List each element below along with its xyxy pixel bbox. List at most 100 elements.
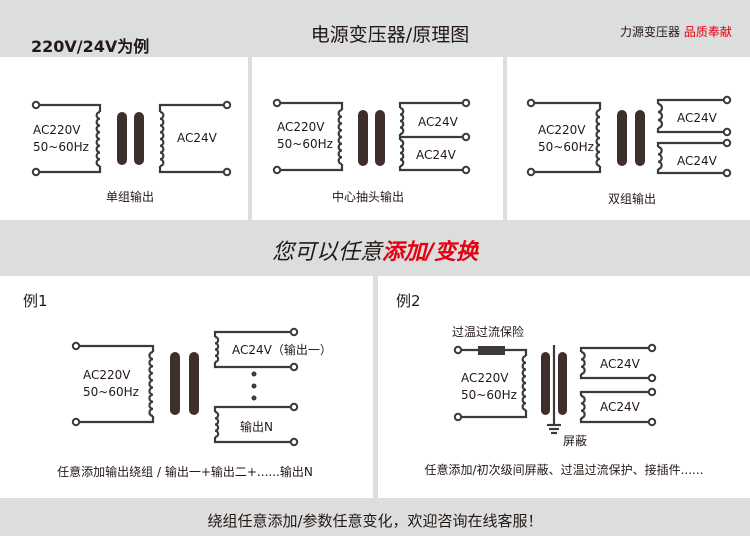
- transformer-core: [117, 112, 127, 165]
- wire: [398, 101, 463, 108]
- terminal: [722, 95, 732, 105]
- banner-prefix: 您可以任意: [271, 240, 382, 265]
- terminal: [289, 362, 299, 372]
- input-voltage: AC220V: [33, 123, 81, 137]
- example-title: 例2: [396, 292, 421, 310]
- wire: [158, 166, 224, 174]
- ellipsis-dot: [251, 383, 257, 389]
- fuse-icon: [478, 346, 505, 355]
- transformer-core: [635, 110, 645, 166]
- terminal: [461, 132, 471, 142]
- wire: [213, 405, 291, 412]
- transformer-core: [134, 112, 144, 165]
- terminal: [71, 417, 81, 427]
- terminal: [722, 127, 732, 137]
- input-frequency: 50~60Hz: [33, 140, 89, 154]
- caption: 双组输出: [608, 191, 656, 206]
- caption: 单组输出: [106, 189, 154, 204]
- wire: [398, 166, 463, 172]
- wire: [656, 128, 724, 134]
- transformer-core: [358, 110, 368, 166]
- terminal: [461, 165, 471, 175]
- subtitle: 220V/24V为例: [31, 37, 150, 56]
- output-voltage: AC24V: [677, 154, 718, 168]
- wire: [579, 374, 649, 380]
- terminal: [222, 100, 232, 110]
- transformer-core: [189, 352, 199, 415]
- caption: 中心抽头输出: [332, 189, 404, 204]
- terminal: [461, 98, 471, 108]
- wire: [579, 390, 649, 396]
- terminal: [647, 373, 657, 383]
- brand-name: 力源变压器: [620, 25, 681, 39]
- example-title: 例1: [23, 292, 48, 310]
- output-voltage: AC24V: [416, 148, 457, 162]
- terminal: [31, 100, 41, 110]
- input-voltage: AC220V: [277, 120, 325, 134]
- terminal: [31, 167, 41, 177]
- page-title: 电源变压器/原理图: [310, 24, 470, 46]
- wire: [79, 416, 155, 424]
- input-frequency: 50~60Hz: [538, 140, 594, 154]
- wire: [505, 348, 528, 356]
- terminal: [647, 343, 657, 353]
- ellipsis-dot: [251, 395, 257, 401]
- wire: [39, 166, 102, 174]
- output-voltage: AC24V: [677, 111, 718, 125]
- transformer-core: [170, 352, 180, 415]
- wire: [656, 98, 724, 104]
- terminal: [722, 138, 732, 148]
- terminal: [289, 327, 299, 337]
- wire: [39, 103, 102, 112]
- terminal: [526, 167, 536, 177]
- panel-dual-output: [507, 57, 750, 220]
- wire: [461, 410, 528, 419]
- terminal: [289, 437, 299, 447]
- input-frequency: 50~60Hz: [277, 137, 333, 151]
- terminal: [722, 168, 732, 178]
- coil-winding: [399, 106, 405, 136]
- coil-winding: [214, 410, 220, 439]
- coil-winding: [595, 108, 601, 168]
- input-frequency: 50~60Hz: [83, 385, 139, 399]
- terminal: [272, 165, 282, 175]
- terminal: [453, 345, 463, 355]
- terminal: [272, 98, 282, 108]
- coil-winding: [521, 354, 527, 412]
- input-voltage: AC220V: [461, 371, 509, 385]
- terminal: [647, 387, 657, 397]
- terminal: [289, 402, 299, 412]
- coil-winding: [657, 102, 664, 130]
- output-voltage: AC24V: [600, 400, 641, 414]
- wire: [656, 169, 724, 175]
- wire: [280, 101, 344, 110]
- brand: 力源变压器 品质奉献: [620, 23, 732, 40]
- wire: [280, 164, 344, 172]
- input-frequency: 50~60Hz: [461, 388, 517, 402]
- wire: [534, 166, 602, 174]
- coil-winding: [148, 350, 154, 418]
- banner-highlight: 添加/变换: [381, 240, 479, 265]
- terminal: [526, 98, 536, 108]
- output-n: 输出N: [240, 419, 273, 434]
- transformer-core: [541, 352, 550, 415]
- caption: 任意添加/初次级间屏蔽、过温过流保护、接插件......: [425, 462, 704, 477]
- fuse-label: 过温过流保险: [452, 324, 524, 339]
- input-voltage: AC220V: [83, 368, 131, 382]
- transformer-core: [617, 110, 627, 166]
- wire: [79, 344, 155, 352]
- brand-slogan: 品质奉献: [683, 25, 732, 39]
- wire: [158, 103, 224, 112]
- panel-example-1: [0, 276, 373, 498]
- wire: [213, 437, 291, 444]
- coil-winding: [399, 138, 405, 168]
- terminal: [647, 417, 657, 427]
- coil-winding: [657, 145, 663, 171]
- ellipsis-dot: [251, 371, 257, 377]
- shield-label: 屏蔽: [563, 434, 587, 448]
- output-voltage: AC24V: [177, 131, 218, 145]
- wire: [579, 418, 649, 424]
- caption: 任意添加输出绕组 / 输出一+输出二+......输出N: [57, 464, 313, 479]
- coil-winding: [580, 350, 586, 376]
